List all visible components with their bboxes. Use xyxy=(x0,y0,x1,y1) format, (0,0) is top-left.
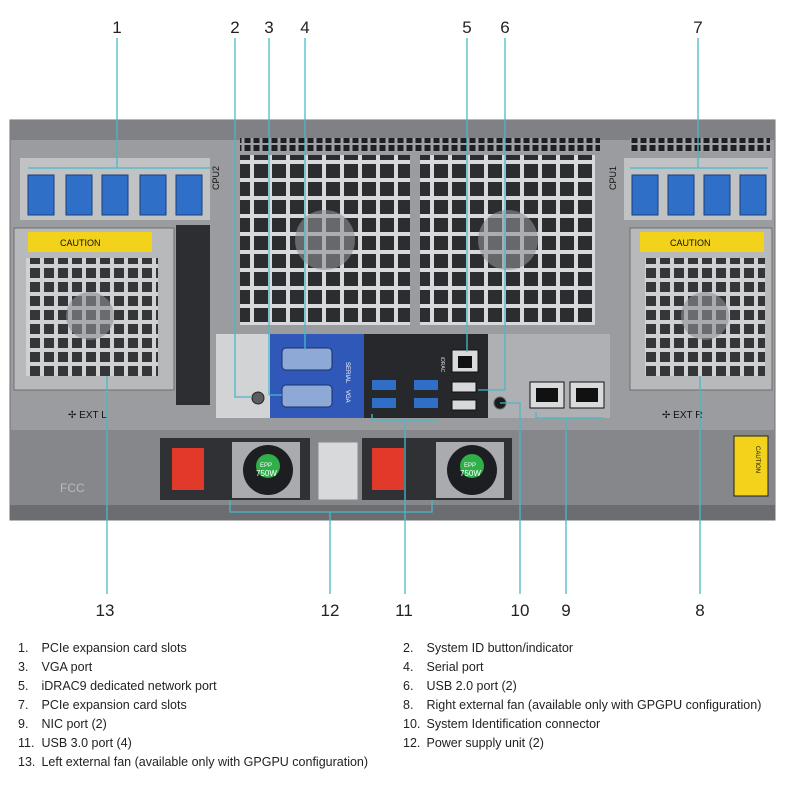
callout-9: 9 xyxy=(561,601,570,620)
side-caution-text: CAUTION xyxy=(754,446,760,473)
cpu1-label: CPU1 xyxy=(608,166,618,190)
callout-12: 12 xyxy=(321,601,340,620)
left-external-fan: CAUTION xyxy=(13,227,175,391)
psu-rating-right: 750W xyxy=(460,469,481,478)
legend-item: 4. Serial port xyxy=(403,660,484,674)
callout-5: 5 xyxy=(462,18,471,37)
idrac-tag: iDRAC xyxy=(439,357,445,373)
riser-bracket xyxy=(176,225,210,405)
vga-port[interactable] xyxy=(281,384,333,408)
legend-item: 7. PCIe expansion card slots xyxy=(18,698,187,712)
legend-item: 5. iDRAC9 dedicated network port xyxy=(18,679,217,693)
legend: 1. PCIe expansion card slots 2. System I… xyxy=(0,636,800,786)
psu-rating-left: 750W xyxy=(256,469,277,478)
callout-2: 2 xyxy=(230,18,239,37)
system-fan-grill-left xyxy=(240,155,410,325)
caution-label-left: CAUTION xyxy=(60,238,101,248)
serial-port[interactable] xyxy=(281,347,333,371)
ext-left-label: ✢ EXT L xyxy=(68,410,107,421)
callout-10: 10 xyxy=(511,601,530,620)
side-caution-label xyxy=(733,435,769,497)
fcc-mark: FCC xyxy=(60,481,85,495)
callout-6: 6 xyxy=(500,18,509,37)
usb3-ports[interactable] xyxy=(372,380,438,408)
callout-8: 8 xyxy=(695,601,704,620)
nic-ports[interactable] xyxy=(529,381,605,409)
legend-item: 9. NIC port (2) xyxy=(18,717,107,731)
idrac-network-port[interactable] xyxy=(451,349,479,373)
cpu2-label: CPU2 xyxy=(211,166,221,190)
legend-item: 10. System Identification connector xyxy=(403,717,601,731)
callout-numbers: 1 2 3 4 5 6 7 13 12 11 10 9 8 xyxy=(96,18,705,620)
caution-label-right: CAUTION xyxy=(670,238,711,248)
callout-13: 13 xyxy=(96,601,115,620)
callout-3: 3 xyxy=(264,18,273,37)
legend-item: 6. USB 2.0 port (2) xyxy=(403,679,517,693)
system-fan-grill-right xyxy=(420,155,595,325)
legend-item: 1. PCIe expansion card slots xyxy=(18,641,187,655)
vga-tag: VGA xyxy=(344,390,350,403)
callout-lines xyxy=(28,38,768,594)
callout-7: 7 xyxy=(693,18,702,37)
ext-right-label: ✢ EXT R xyxy=(662,410,702,421)
legend-item: 2. System ID button/indicator xyxy=(403,641,574,655)
server-rear-diagram: CPU2 CPU1 CAUTION ✢ EXT L CAUTION ✢ EXT … xyxy=(9,18,776,620)
callout-11: 11 xyxy=(395,601,413,620)
psu-brand-right: EPP xyxy=(464,463,476,469)
callout-4: 4 xyxy=(300,18,309,37)
callout-1: 1 xyxy=(112,18,121,37)
legend-item: 8. Right external fan (available only wi… xyxy=(403,698,762,712)
legend-item: 3. VGA port xyxy=(18,660,93,674)
usb2-ports[interactable] xyxy=(451,381,477,411)
legend-item: 12. Power supply unit (2) xyxy=(403,736,544,750)
pcie-slots-left[interactable] xyxy=(20,158,210,220)
power-supply-label-plate xyxy=(317,441,359,501)
legend-item: 13. Left external fan (available only wi… xyxy=(18,755,369,769)
psu-brand-left: EPP xyxy=(260,463,272,469)
legend-item: 11. USB 3.0 port (4) xyxy=(18,736,132,750)
serial-tag: SERIAL xyxy=(344,362,350,384)
power-supply-right[interactable] xyxy=(362,438,512,500)
system-id-button[interactable] xyxy=(251,391,265,405)
power-supply-left[interactable] xyxy=(160,438,310,500)
right-external-fan: CAUTION xyxy=(629,227,773,391)
